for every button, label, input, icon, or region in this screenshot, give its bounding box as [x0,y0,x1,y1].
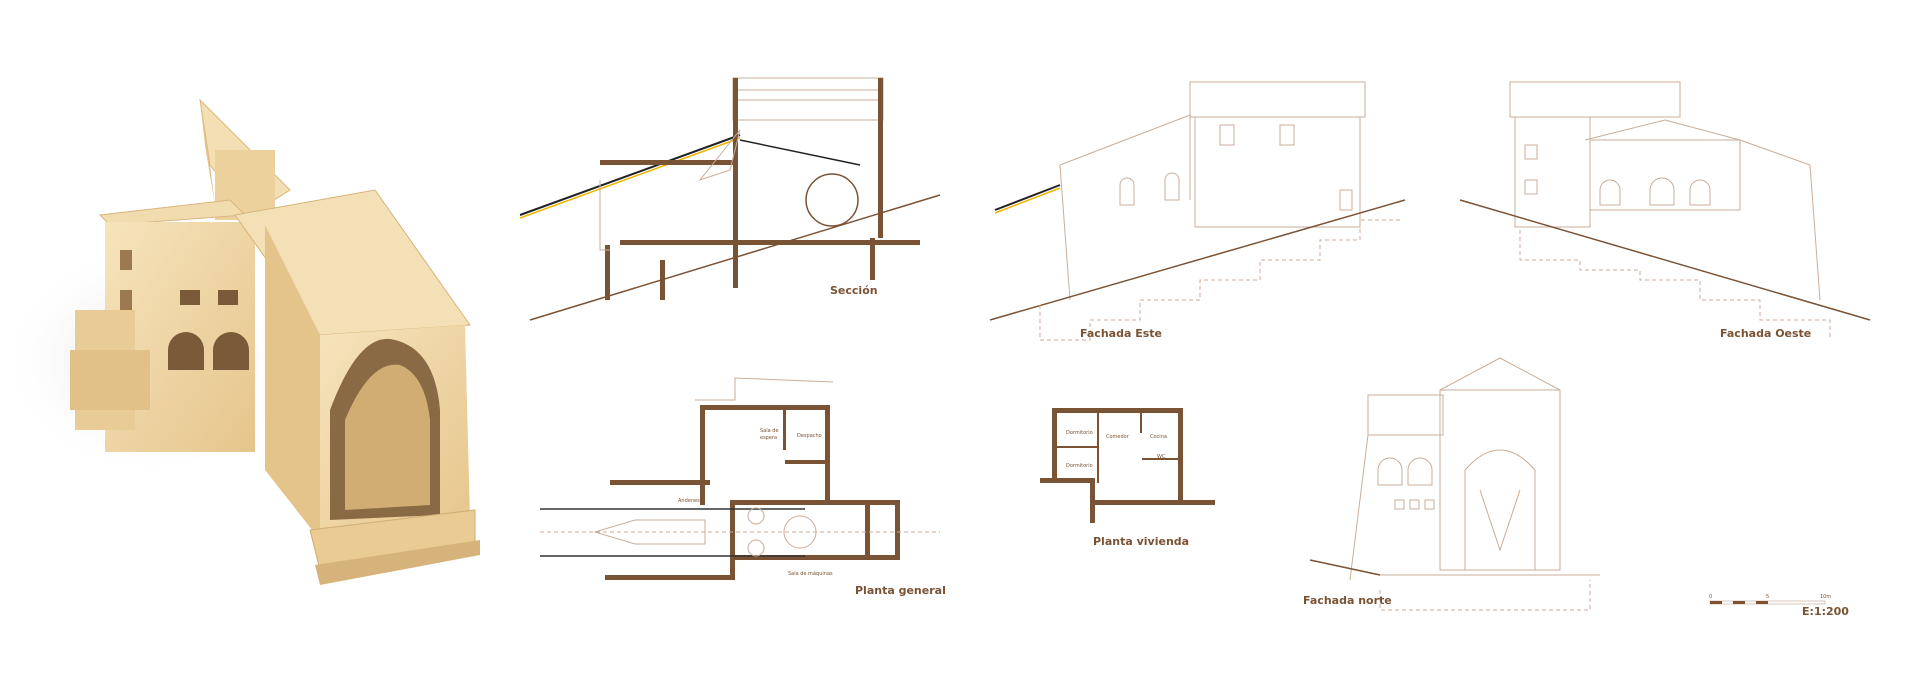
svg-text:Comedor: Comedor [1106,434,1130,440]
svg-text:5: 5 [1766,594,1769,600]
svg-text:Dormitorio: Dormitorio [1066,430,1093,436]
svg-text:Despacho: Despacho [797,433,822,439]
west-facade-drawing [1459,81,1871,340]
svg-text:Dormitorio: Dormitorio [1066,463,1093,469]
svg-text:0: 0 [1709,594,1712,600]
svg-text:10m: 10m [1820,594,1831,600]
general-plan-drawing [540,377,940,580]
west-facade-label: Fachada Oeste [1720,327,1811,340]
svg-text:Sala de máquinas: Sala de máquinas [788,570,833,577]
east-facade-drawing [989,81,1406,341]
section-drawing [519,77,941,321]
north-facade-drawing [1309,357,1600,611]
svg-text:Cocina: Cocina [1150,434,1167,440]
svg-text:Andenes: Andenes [678,498,700,504]
east-facade-label: Fachada Este [1080,327,1162,340]
scale-bar: 0 5 10m E:1:200 [1709,594,1849,618]
svg-text:WC: WC [1157,454,1166,460]
svg-text:Sala de: Sala de [760,428,779,434]
north-facade-label: Fachada norte [1303,594,1392,607]
scale-label: E:1:200 [1802,605,1849,618]
housing-plan-label: Planta vivienda [1093,535,1189,548]
general-plan-label: Planta general [855,584,946,597]
housing-plan-drawing [1040,408,1215,523]
svg-text:espera: espera [760,435,777,441]
wooden-model-render [0,98,480,585]
section-label: Sección [830,284,878,297]
